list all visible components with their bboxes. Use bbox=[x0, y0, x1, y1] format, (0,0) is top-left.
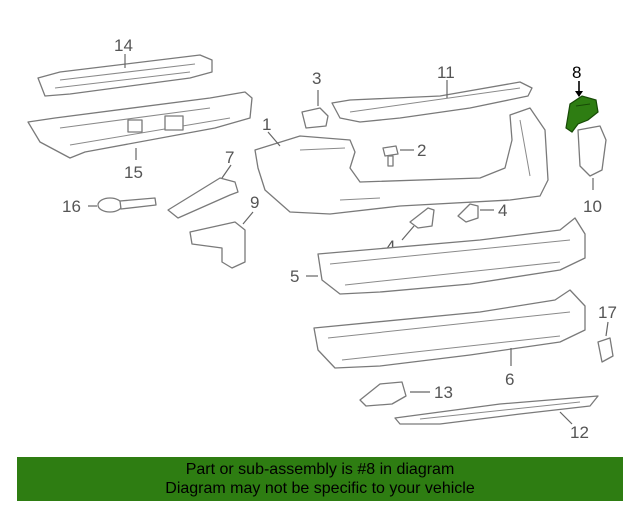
callout-10: 10 bbox=[583, 197, 602, 216]
part-6-lower-fascia bbox=[313, 289, 586, 369]
part-2-bolt bbox=[382, 145, 414, 167]
callout-4a: 4 bbox=[386, 237, 395, 256]
callout-1: 1 bbox=[262, 115, 271, 134]
part-15-crossmember bbox=[27, 91, 253, 160]
part-8-bracket-highlighted bbox=[565, 81, 599, 133]
part-16-tow-hook bbox=[88, 197, 157, 213]
callout-7: 7 bbox=[225, 148, 234, 167]
callout-13: 13 bbox=[434, 383, 453, 402]
part-4-brackets bbox=[401, 203, 494, 241]
callout-16: 16 bbox=[62, 197, 81, 216]
callout-14: 14 bbox=[114, 36, 133, 55]
callout-4b: 4 bbox=[498, 201, 507, 220]
part-17-cap bbox=[597, 321, 614, 363]
part-1-bumper-cover bbox=[254, 107, 549, 215]
part-5-lower-fascia bbox=[306, 217, 586, 295]
part-13-bezel bbox=[359, 381, 430, 407]
part-9-bracket bbox=[189, 211, 254, 269]
callout-2: 2 bbox=[417, 141, 426, 160]
callout-11: 11 bbox=[437, 63, 455, 82]
callout-6: 6 bbox=[505, 370, 514, 389]
callout-5: 5 bbox=[290, 267, 299, 286]
part-14-reinforcement bbox=[37, 54, 213, 97]
parts-diagram: 14 15 16 7 9 3 2 bbox=[27, 36, 617, 442]
callout-12: 12 bbox=[570, 423, 589, 442]
part-12-valance bbox=[394, 395, 599, 425]
part-info-banner: Part or sub-assembly is #8 in diagram Di… bbox=[17, 457, 623, 501]
banner-line-2: Diagram may not be specific to your vehi… bbox=[165, 480, 475, 497]
callout-8: 8 bbox=[572, 63, 581, 82]
callout-3: 3 bbox=[312, 69, 321, 88]
part-7-bracket bbox=[167, 164, 239, 219]
part-10-bracket bbox=[577, 125, 607, 190]
callout-15: 15 bbox=[124, 163, 143, 182]
part-11-retainer bbox=[331, 80, 533, 123]
part-3-clip bbox=[301, 90, 329, 129]
callout-9: 9 bbox=[250, 193, 259, 212]
callout-17: 17 bbox=[598, 303, 617, 322]
banner-line-1: Part or sub-assembly is #8 in diagram bbox=[185, 461, 455, 478]
